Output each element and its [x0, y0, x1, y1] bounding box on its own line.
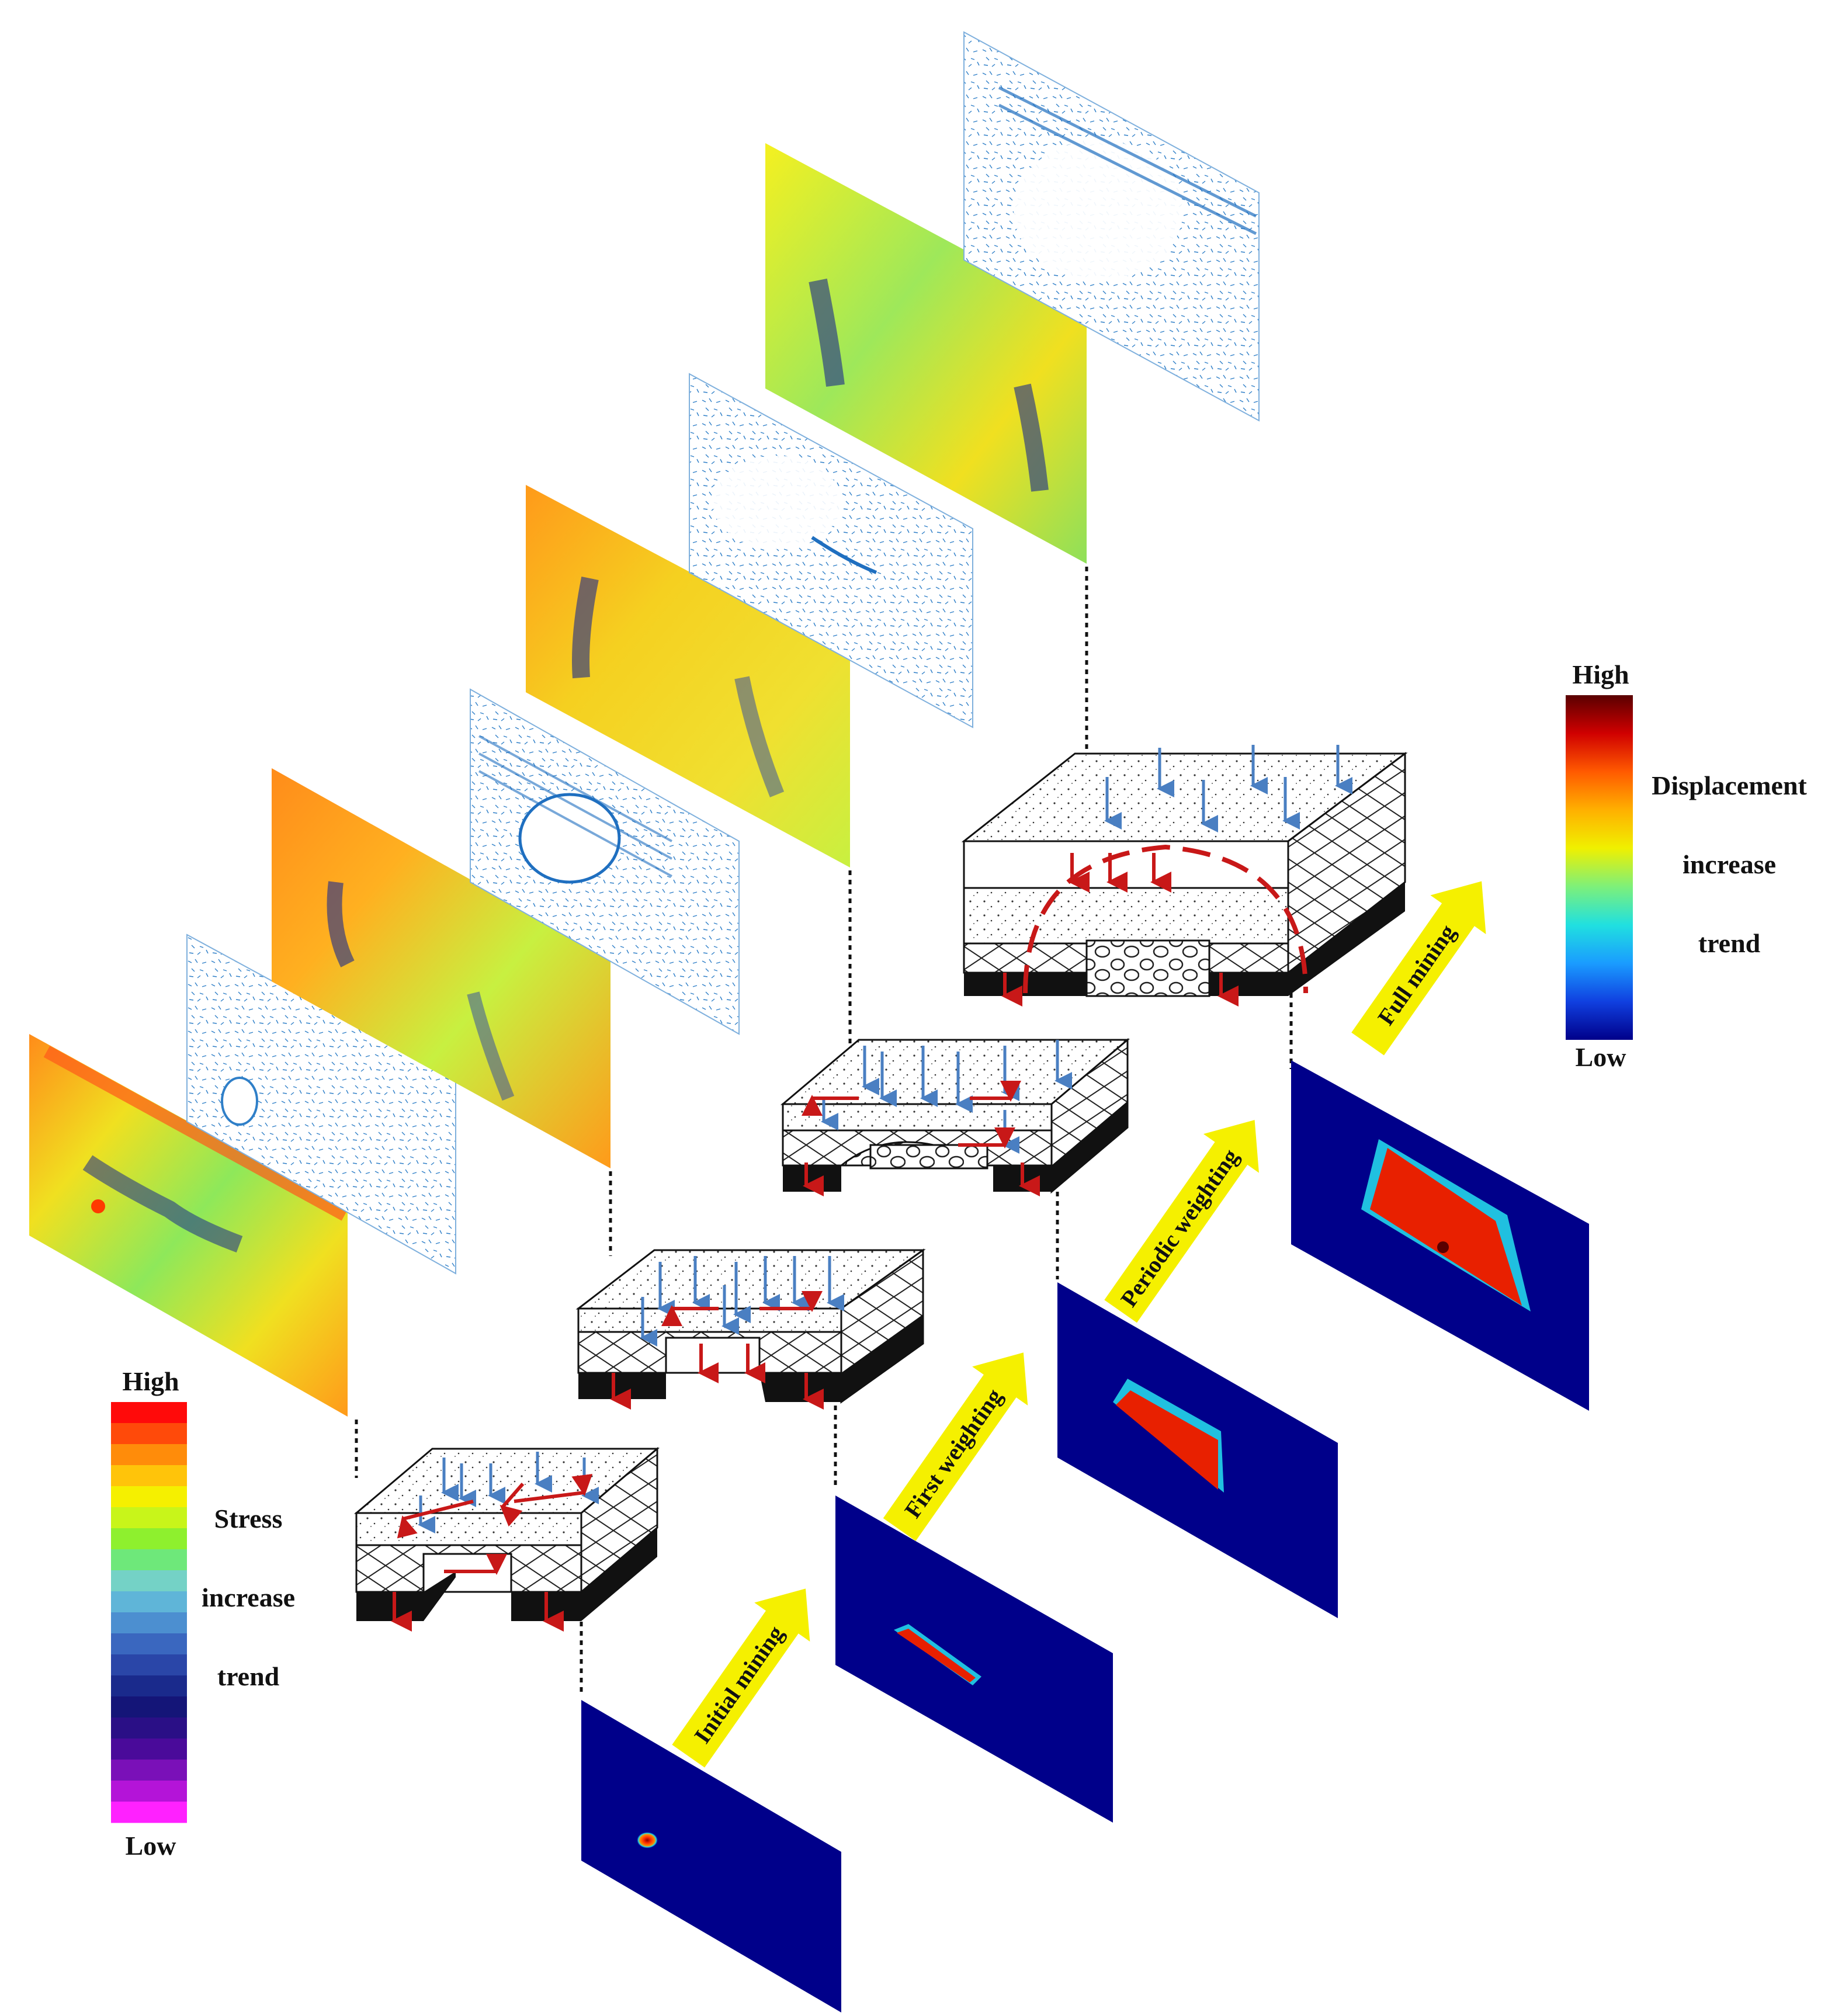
- stress-legend-caption-2: increase: [202, 1583, 295, 1612]
- stage-label-first-weighting: First weighting: [899, 1384, 1007, 1523]
- displacement-field-full-mining: [1291, 1060, 1589, 1411]
- displacement-legend: High Low Displacement increase trend: [1566, 660, 1808, 1072]
- stress-color-step: [111, 1633, 187, 1655]
- stress-legend-low: Low: [126, 1831, 176, 1861]
- dic-speckle-first-weighting: [470, 688, 740, 1035]
- dic-speckle-full-mining: [963, 31, 1260, 422]
- stress-color-step: [111, 1760, 187, 1781]
- stress-color-bar: [111, 1402, 187, 1823]
- stress-color-step: [111, 1423, 187, 1445]
- stress-color-step: [111, 1675, 187, 1697]
- stress-color-step: [111, 1402, 187, 1424]
- displacement-legend-caption-3: trend: [1698, 928, 1761, 958]
- stress-legend: High Low Stress increase trend: [111, 1366, 295, 1861]
- displacement-field-first-weighting: [835, 1495, 1113, 1823]
- block-model-initial: [353, 1446, 660, 1632]
- block-model-full-mining: [961, 745, 1408, 1007]
- displacement-field-periodic-weighting: [1057, 1282, 1338, 1618]
- stage-arrow-first-weighting: First weighting: [883, 1352, 1028, 1541]
- stress-color-step: [111, 1465, 187, 1487]
- stress-color-step: [111, 1802, 187, 1823]
- stage-label-full-mining: Full mining: [1372, 919, 1461, 1030]
- block-model-first-weighting: [575, 1248, 926, 1410]
- stage-arrow-periodic-weighting: Periodic weighting: [1104, 1120, 1259, 1323]
- stress-field-full-mining: [765, 143, 1087, 564]
- stress-field-periodic-weighting: [526, 485, 850, 868]
- stress-field-first-weighting: [272, 768, 610, 1168]
- block-model-periodic-weighting: [780, 1038, 1130, 1196]
- stress-legend-high: High: [122, 1366, 179, 1396]
- stress-color-step: [111, 1654, 187, 1676]
- stress-color-step: [111, 1549, 187, 1571]
- displacement-color-bar: [1566, 695, 1633, 1040]
- stress-color-step: [111, 1781, 187, 1802]
- stress-color-step: [111, 1739, 187, 1760]
- stage-label-initial: Initial mining: [689, 1621, 789, 1748]
- stress-color-step: [111, 1486, 187, 1508]
- stress-color-step: [111, 1717, 187, 1739]
- stress-color-step: [111, 1444, 187, 1466]
- stage-label-periodic-weighting: Periodic weighting: [1115, 1144, 1244, 1311]
- displacement-legend-caption-2: increase: [1683, 849, 1776, 879]
- stress-color-step: [111, 1507, 187, 1529]
- connector-lines: [355, 567, 1293, 1694]
- stress-color-step: [111, 1528, 187, 1550]
- displacement-legend-high: High: [1572, 660, 1629, 689]
- stress-legend-caption-1: Stress: [214, 1504, 283, 1533]
- displacement-field-initial: [581, 1700, 841, 2012]
- dic-speckle-periodic-weighting: [689, 373, 973, 728]
- displacement-legend-low: Low: [1576, 1042, 1626, 1072]
- stress-color-step: [111, 1612, 187, 1634]
- stage-arrow-initial: Initial mining: [672, 1588, 810, 1768]
- stress-color-step: [111, 1591, 187, 1613]
- stress-field-initial: [29, 1034, 348, 1417]
- stress-color-step: [111, 1570, 187, 1592]
- stress-color-step: [111, 1696, 187, 1718]
- displacement-legend-caption-1: Displacement: [1652, 771, 1807, 800]
- stress-legend-caption-3: trend: [217, 1661, 280, 1691]
